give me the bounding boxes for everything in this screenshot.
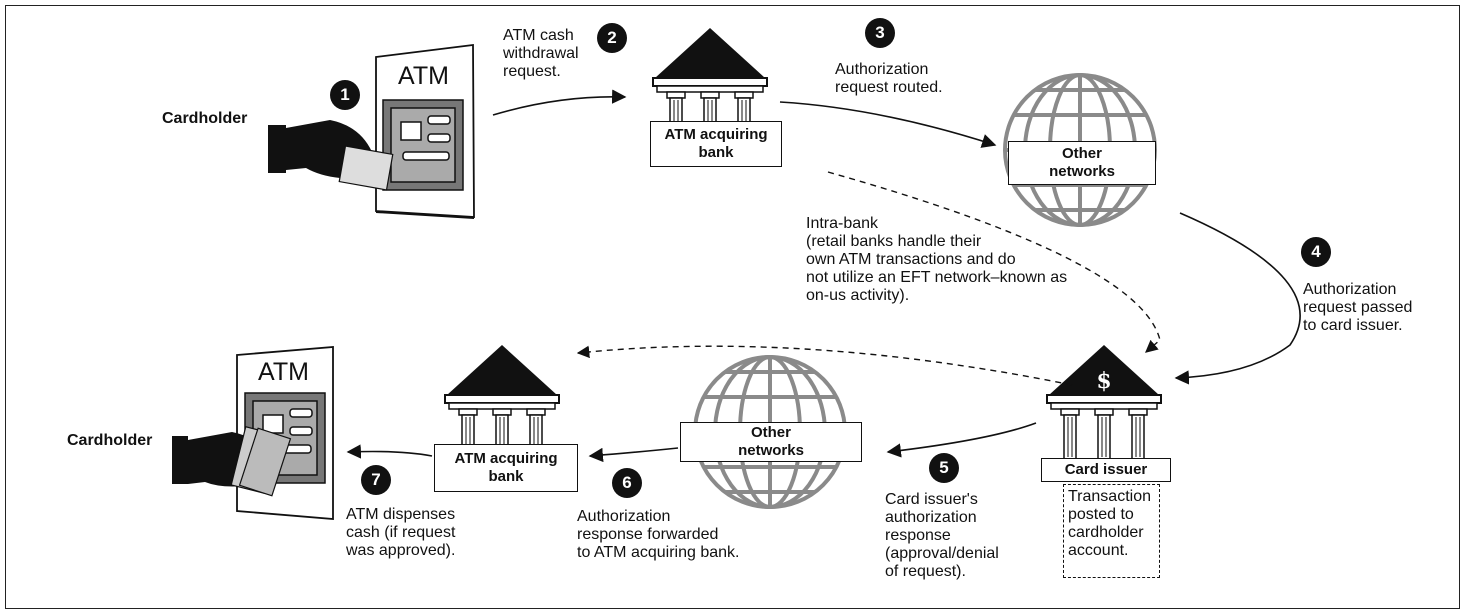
caption-intra-bank-line: (retail banks handle their — [806, 233, 982, 250]
caption-intra-bank: Intra-bank (retail banks handle their ow… — [806, 215, 1067, 305]
arrow-step-6 — [588, 447, 679, 463]
caption-step-4: Authorization request passed to card iss… — [1303, 281, 1412, 335]
card-issuer-box: Card issuer — [1041, 458, 1171, 482]
arrow-step-2 — [492, 89, 627, 116]
step-5-badge: 5 — [929, 453, 959, 483]
atm-acquiring-bank-label-top-line1: ATM acquiring — [664, 126, 768, 143]
step-3-badge: 3 — [865, 18, 895, 48]
caption-step-7-line: was approved). — [346, 542, 456, 559]
arrow-intra-bank-down — [827, 171, 1161, 353]
caption-step-7-line: cash (if request — [346, 524, 456, 541]
step-6-badge: 6 — [612, 468, 642, 498]
atm-acquiring-bank-label-top-line2: bank — [698, 144, 734, 161]
caption-step-2-line: withdrawal — [503, 45, 579, 62]
caption-step-5-line: response — [885, 527, 951, 544]
arrow-step-7 — [346, 444, 433, 459]
step-2-badge: 2 — [597, 23, 627, 53]
caption-step-5-line: (approval/denial — [885, 545, 999, 562]
arrow-step-5 — [886, 422, 1037, 458]
atm-sign-bottom: ATM — [258, 358, 309, 386]
caption-step-6-line: response forwarded — [577, 526, 719, 543]
cardholder-label-top: Cardholder — [162, 110, 248, 127]
caption-step-5-line: Card issuer's — [885, 491, 978, 508]
caption-step-3: Authorization request routed. — [835, 61, 943, 97]
caption-step-7-line: ATM dispenses — [346, 506, 456, 523]
atm-acquiring-bank-box-bottom: ATM acquiring bank — [434, 444, 578, 492]
caption-step-4-line: request passed — [1303, 299, 1413, 316]
other-networks-box-top: Other networks — [1008, 141, 1156, 185]
caption-step-2-line: ATM cash — [503, 27, 574, 44]
cardholder-label-bottom: Cardholder — [67, 432, 153, 449]
caption-transaction-posted-line: posted to — [1068, 506, 1134, 523]
other-networks-box-bottom: Other networks — [680, 422, 862, 462]
caption-intra-bank-line: own ATM transactions and do — [806, 251, 1016, 268]
caption-transaction-posted: Transaction posted to cardholder account… — [1068, 488, 1151, 560]
hand-cash-icon-bottom — [172, 426, 292, 497]
arrow-step-3 — [779, 101, 997, 148]
transaction-posted-box — [1063, 484, 1160, 578]
caption-step-4-line: to card issuer. — [1303, 317, 1403, 334]
atm-sign-top: ATM — [398, 62, 449, 90]
step-7-badge: 7 — [361, 465, 391, 495]
caption-transaction-posted-line: cardholder — [1068, 524, 1144, 541]
other-networks-label-bottom-line2: networks — [738, 442, 804, 459]
caption-transaction-posted-line: account. — [1068, 542, 1129, 559]
atm-acquiring-bank-label-bottom-line1: ATM acquiring — [454, 450, 558, 467]
other-networks-label-bottom-line1: Other — [750, 424, 791, 441]
caption-step-7: ATM dispenses cash (if request was appro… — [346, 506, 455, 560]
caption-step-3-line: request routed. — [835, 79, 943, 96]
dollar-icon: $ — [1096, 368, 1111, 394]
caption-step-5: Card issuer's authorization response (ap… — [885, 491, 999, 581]
atm-acquiring-bank-label-bottom-line2: bank — [488, 468, 524, 485]
caption-transaction-posted-line: Transaction — [1068, 488, 1151, 505]
arrow-intra-bank-left — [576, 345, 1073, 386]
caption-step-6-line: Authorization — [577, 508, 671, 525]
caption-step-3-line: Authorization — [835, 61, 929, 78]
caption-step-6-line: to ATM acquiring bank. — [577, 544, 740, 561]
caption-intra-bank-line: on-us activity). — [806, 287, 910, 304]
caption-intra-bank-line: not utilize an EFT network–known as — [806, 269, 1068, 286]
caption-step-4-line: Authorization — [1303, 281, 1397, 298]
caption-step-5-line: of request). — [885, 563, 966, 580]
other-networks-label-top-line1: Other — [1061, 145, 1102, 162]
hand-card-icon-top — [268, 120, 394, 191]
other-networks-label-top-line2: networks — [1049, 163, 1115, 180]
arrow-step-4 — [1174, 212, 1301, 385]
caption-step-6: Authorization response forwarded to ATM … — [577, 508, 739, 562]
caption-step-5-line: authorization — [885, 509, 977, 526]
bank-icon-bottom-acquirer — [444, 344, 560, 460]
step-1-badge: 1 — [330, 80, 360, 110]
caption-intra-bank-line: Intra-bank — [806, 215, 879, 232]
step-4-badge: 4 — [1301, 237, 1331, 267]
atm-acquiring-bank-box-top: ATM acquiring bank — [650, 121, 782, 167]
caption-step-2: ATM cash withdrawal request. — [503, 27, 579, 81]
card-issuer-label: Card issuer — [1064, 461, 1148, 478]
caption-step-2-line: request. — [503, 63, 561, 80]
bank-icon-card-issuer — [1046, 344, 1162, 460]
